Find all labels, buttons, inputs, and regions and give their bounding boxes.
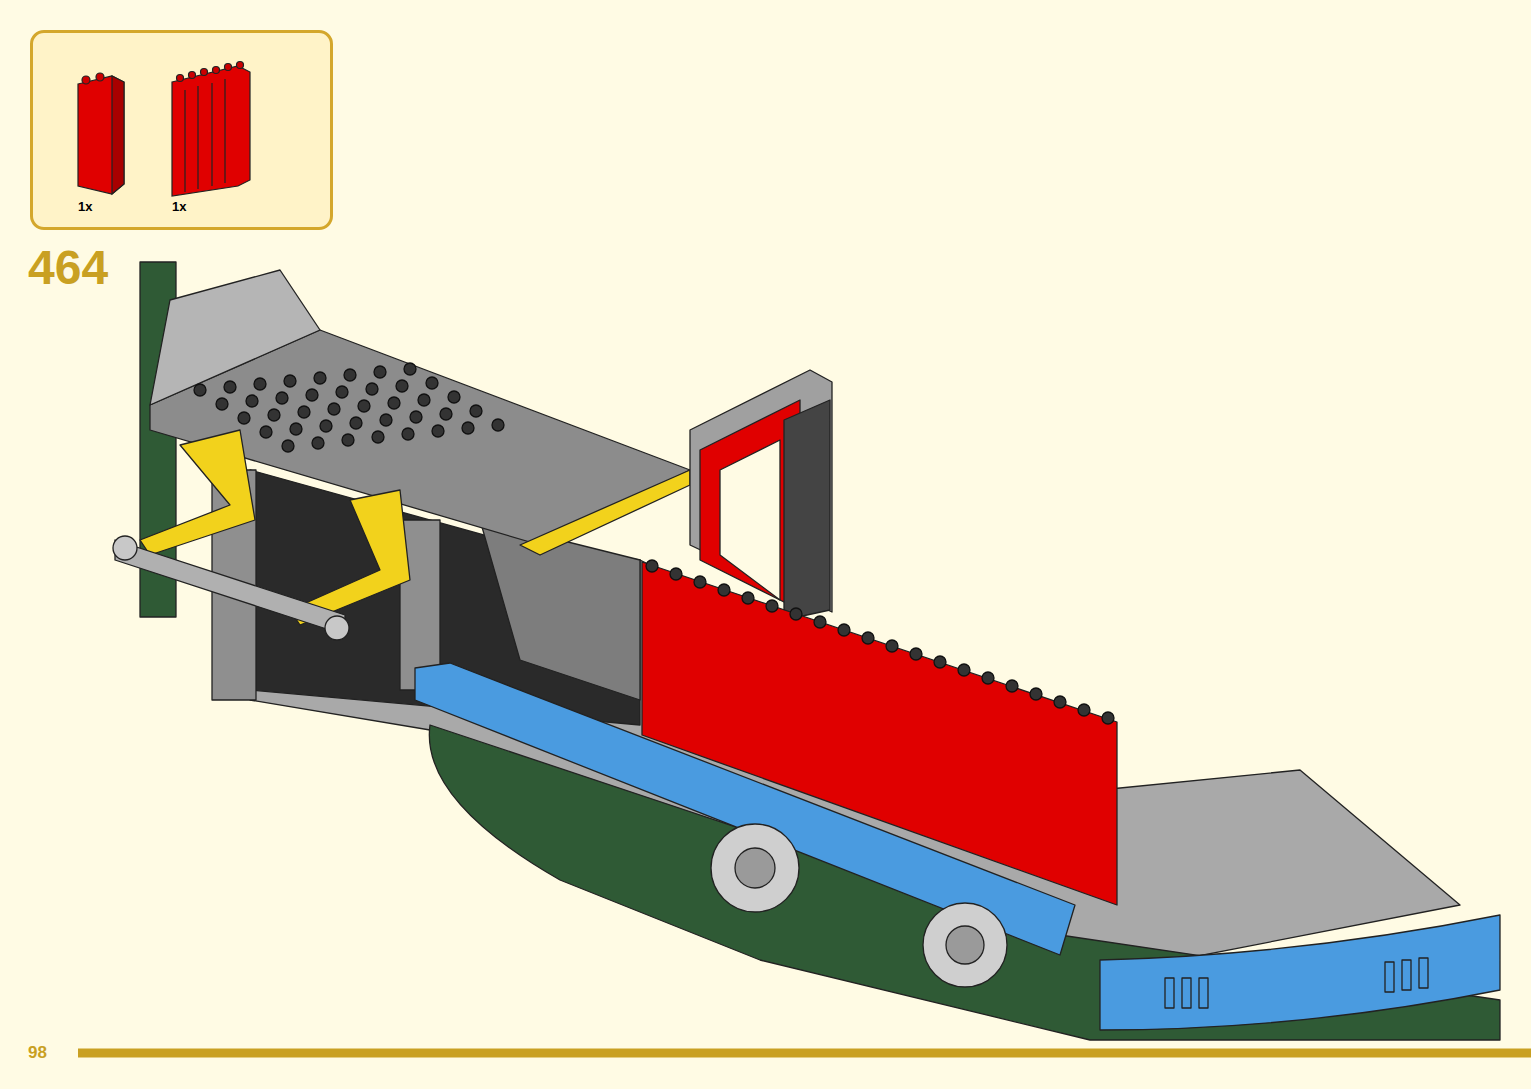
callout-ground: [31, 31, 332, 229]
ship: [113, 262, 1500, 1040]
part-quantity: 1x: [172, 199, 186, 214]
page-number: 98: [28, 1043, 47, 1063]
step-number: 464: [28, 240, 108, 295]
parts: [78, 62, 250, 197]
parts-callout: 1x 1x: [30, 30, 333, 230]
page-rule: [78, 1049, 1531, 1058]
part-quantity: 1x: [78, 199, 92, 214]
